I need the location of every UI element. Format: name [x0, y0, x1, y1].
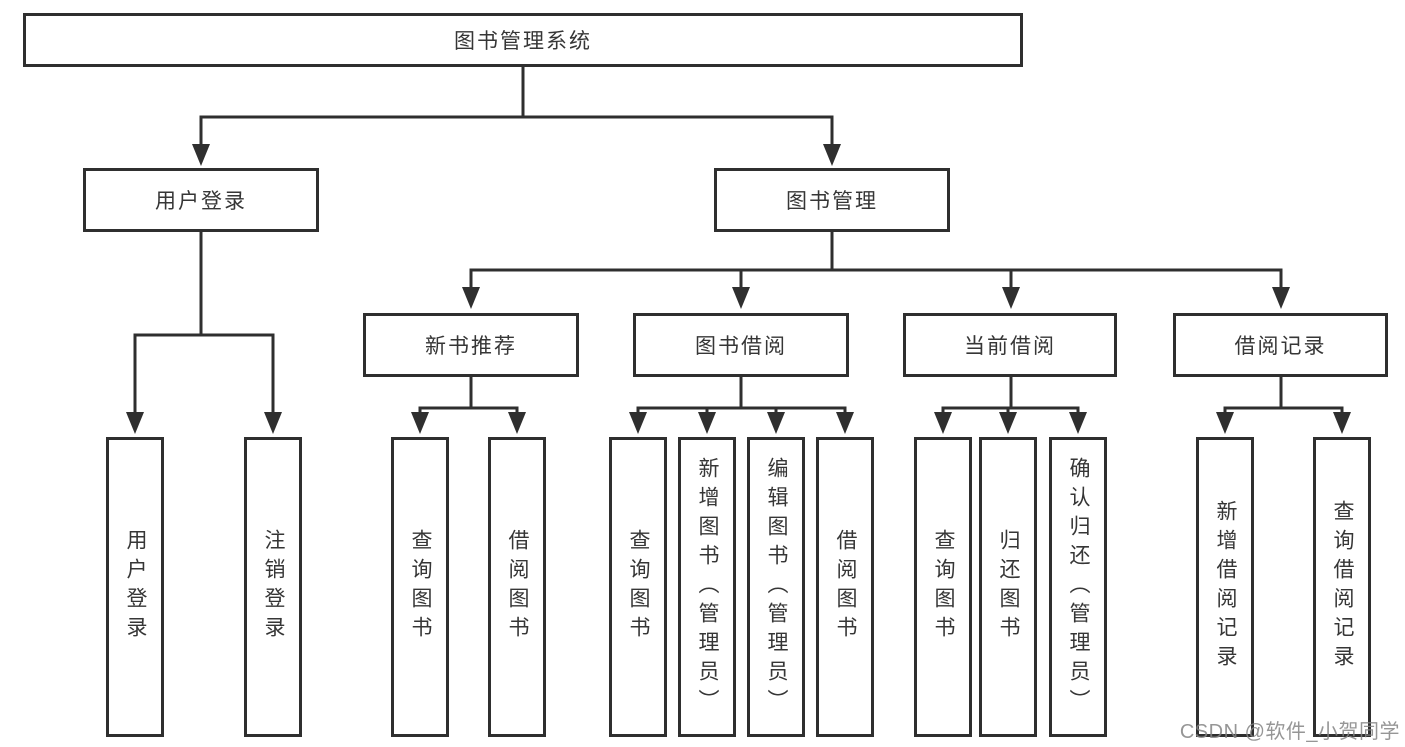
leaf-borrow-book-recommend: 借阅图书	[488, 437, 546, 737]
node-new-book-recommend: 新书推荐	[363, 313, 579, 377]
node-borrow-records: 借阅记录	[1173, 313, 1388, 377]
leaf-add-book-admin: 新增图书（管理员）	[678, 437, 736, 737]
leaf-return-book: 归还图书	[979, 437, 1037, 737]
leaf-confirm-return-admin: 确认归还（管理员）	[1049, 437, 1107, 737]
leaf-query-borrow-record: 查询借阅记录	[1313, 437, 1371, 737]
leaf-add-borrow-record: 新增借阅记录	[1196, 437, 1254, 737]
leaf-borrow-book: 借阅图书	[816, 437, 874, 737]
leaf-query-book-current: 查询图书	[914, 437, 972, 737]
leaf-user-login: 用户登录	[106, 437, 164, 737]
node-root: 图书管理系统	[23, 13, 1023, 67]
node-book-borrow: 图书借阅	[633, 313, 849, 377]
leaf-logout-login: 注销登录	[244, 437, 302, 737]
node-current-borrow: 当前借阅	[903, 313, 1117, 377]
leaf-query-book-borrow: 查询图书	[609, 437, 667, 737]
node-book-management: 图书管理	[714, 168, 950, 232]
leaf-edit-book-admin: 编辑图书（管理员）	[747, 437, 805, 737]
watermark: CSDN @软件_小贺同学	[1179, 721, 1400, 743]
node-user-login: 用户登录	[83, 168, 319, 232]
leaf-query-book-recommend: 查询图书	[391, 437, 449, 737]
